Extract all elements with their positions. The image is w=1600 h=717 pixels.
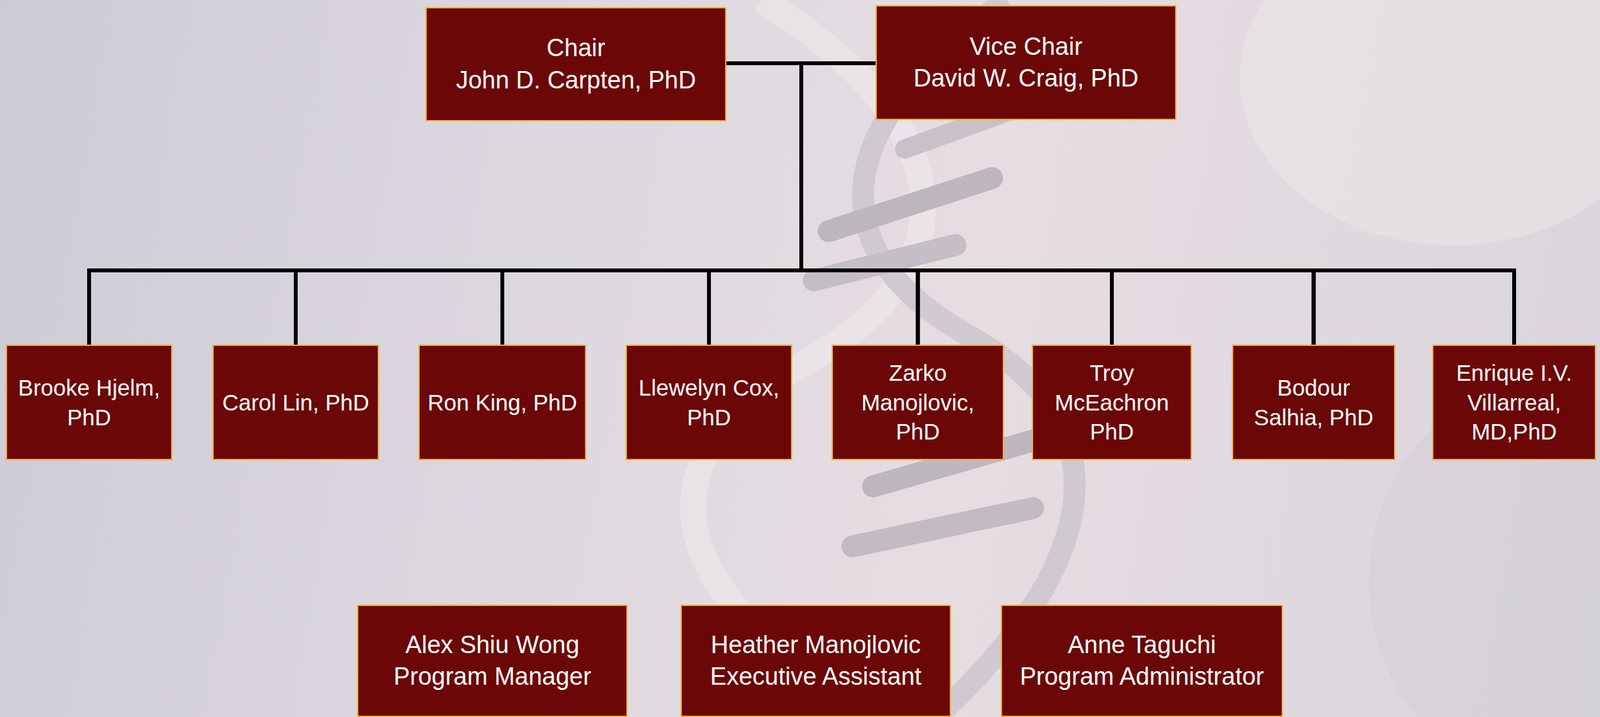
person-name: Bodour Salhia, PhD — [1241, 373, 1387, 432]
person-name: Ron King, PhD — [427, 388, 578, 418]
member-box: Bodour Salhia, PhD — [1231, 344, 1396, 461]
staff-box: Heather ManojlovicExecutive Assistant — [680, 605, 952, 717]
staff-box: Anne TaguchiProgram Administrator — [1000, 605, 1283, 717]
person-name: Program Administrator — [1019, 661, 1264, 693]
role-title: Chair — [546, 32, 606, 64]
person-name: Program Manager — [393, 661, 591, 693]
member-box: Troy McEachron PhD — [1031, 344, 1192, 461]
member-box: Brooke Hjelm, PhD — [5, 344, 173, 461]
org-connector — [708, 63, 876, 345]
person-name: Troy McEachron PhD — [1040, 358, 1183, 447]
chair-box: ChairJohn D. Carpten, PhD — [425, 7, 727, 122]
role-title: Heather Manojlovic — [710, 629, 921, 662]
pale-blob — [1239, 0, 1600, 246]
role-title: Vice Chair — [969, 30, 1083, 63]
person-name: John D. Carpten, PhD — [455, 64, 697, 97]
staff-box: Alex Shiu WongProgram Manager — [357, 605, 628, 717]
person-name: Executive Assistant — [710, 661, 922, 693]
person-name: Zarko Manojlovic, PhD — [840, 358, 995, 447]
person-name: Brooke Hjelm, PhD — [14, 373, 164, 432]
person-name: Carol Lin, PhD — [222, 388, 370, 418]
member-box: Llewelyn Cox, PhD — [625, 344, 793, 461]
person-name: David W. Craig, PhD — [913, 62, 1139, 95]
member-box: Zarko Manojlovic, PhD — [831, 344, 1005, 461]
person-name: Enrique I.V. Villarreal, MD,PhD — [1441, 358, 1588, 447]
member-box: Enrique I.V. Villarreal, MD,PhD — [1432, 344, 1597, 461]
member-box: Ron King, PhD — [418, 344, 587, 461]
role-title: Anne Taguchi — [1067, 629, 1217, 662]
person-name: Llewelyn Cox, PhD — [634, 373, 784, 432]
member-box: Carol Lin, PhD — [212, 344, 380, 461]
vice-chair-box: Vice ChairDavid W. Craig, PhD — [875, 5, 1177, 121]
role-title: Alex Shiu Wong — [405, 629, 580, 662]
